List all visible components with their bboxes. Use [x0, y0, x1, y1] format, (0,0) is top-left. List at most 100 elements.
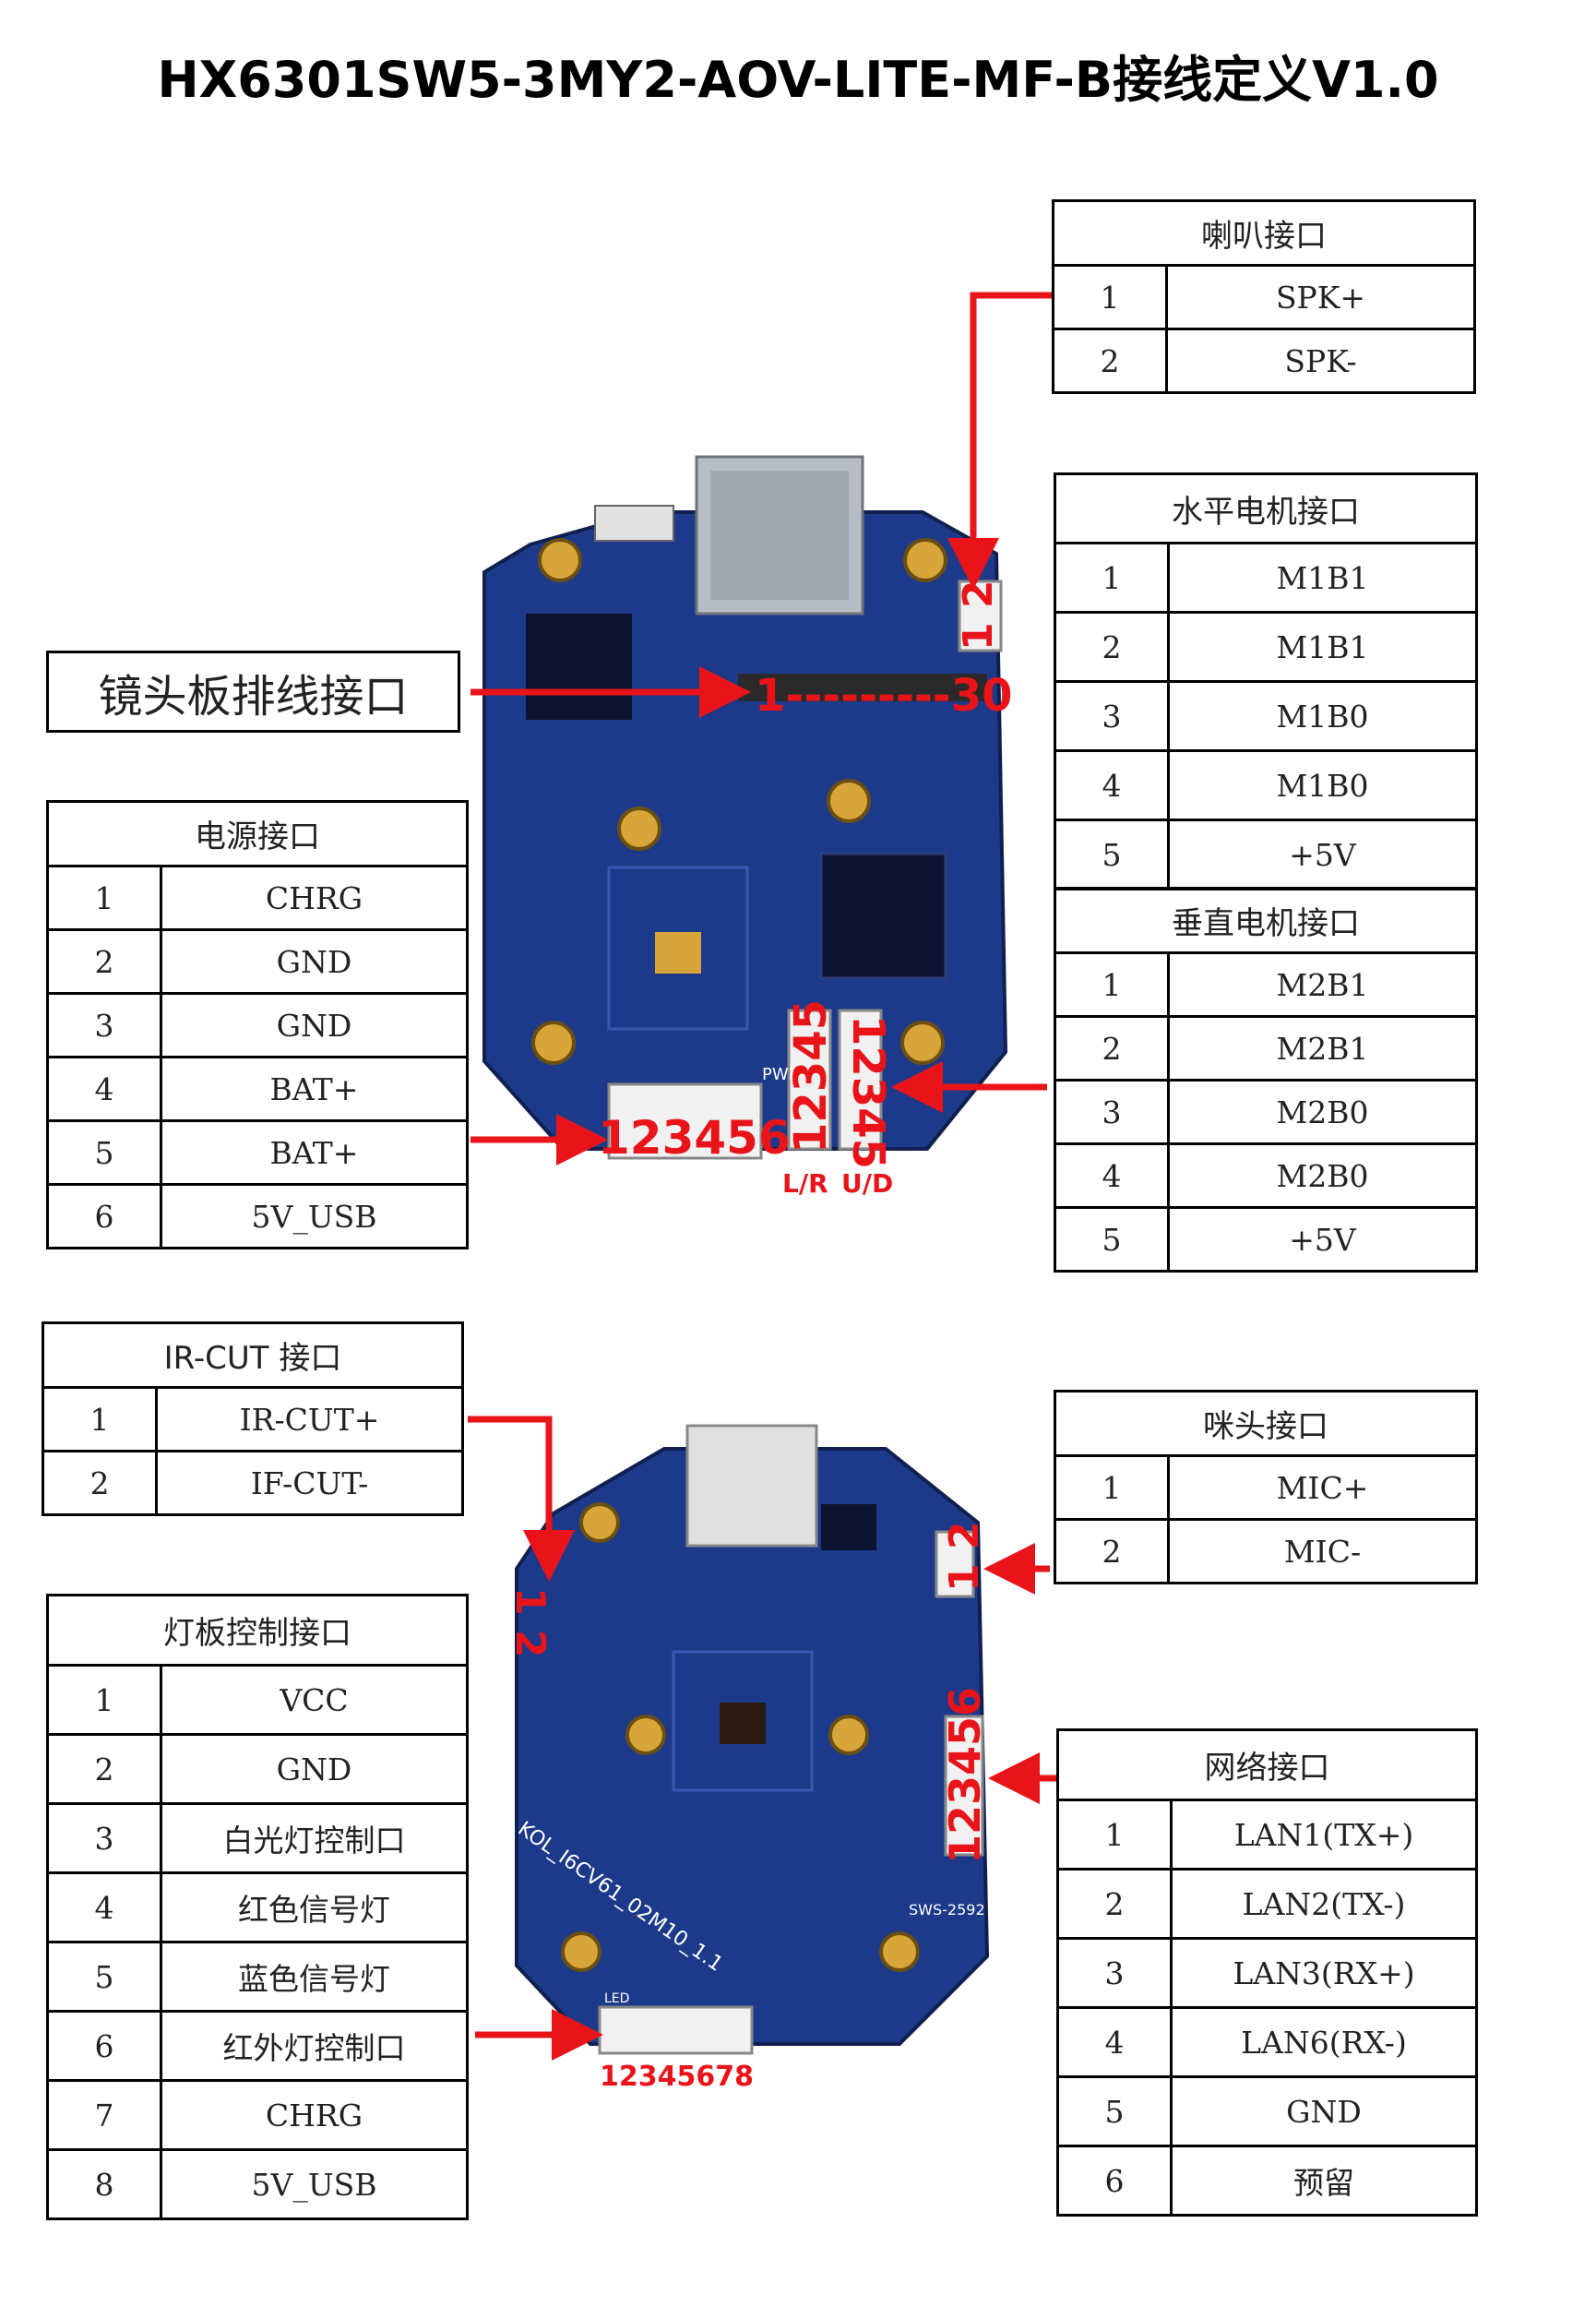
main-soc-chip [526, 614, 632, 720]
top-switch [594, 505, 674, 542]
lens-pin-range: 1---------30 [755, 670, 1013, 722]
pin-signal: SPK+ [1165, 264, 1476, 330]
pin-number: 6 [46, 1183, 162, 1249]
pin-signal: M2B0 [1167, 1142, 1478, 1209]
arrow-speaker [947, 292, 1052, 590]
pin-signal: LAN6(RX-) [1170, 2006, 1478, 2078]
pin-signal: M1B1 [1167, 611, 1478, 683]
mount-hole [617, 807, 661, 851]
pin-signal: MIC+ [1167, 1454, 1478, 1521]
lens-callout-box: 镜头板排线接口 [46, 651, 460, 733]
pin-signal: GND [160, 1733, 469, 1805]
pin-signal: IF-CUT- [155, 1450, 464, 1516]
pin-number: 3 [1056, 1937, 1173, 2009]
lr-label: L/R [782, 1168, 828, 1199]
ircut-pin-label: 1 2 [506, 1587, 554, 1658]
page-title: HX6301SW5-3MY2-AOV-LITE-MF-B接线定义V1.0 [157, 51, 1439, 109]
pin-number: 2 [1054, 611, 1170, 683]
pin-number: 5 [1054, 819, 1170, 891]
pin-signal: M2B1 [1167, 951, 1478, 1018]
pin-number: 4 [1056, 2006, 1173, 2078]
pin-number: 3 [1054, 680, 1170, 752]
pin-number: 5 [46, 1119, 162, 1186]
pin-signal: LAN1(TX+) [1170, 1799, 1478, 1871]
pin-number: 4 [46, 1871, 162, 1943]
lens-callout-label: 镜头板排线接口 [98, 670, 409, 723]
pin-number: 2 [46, 928, 162, 995]
pin-number: 5 [1056, 2075, 1173, 2147]
mic-pin-label: 1 2 [941, 1521, 988, 1592]
pin-signal: 红外灯控制口 [160, 2010, 469, 2082]
mount-hole [879, 1931, 920, 1972]
pin-signal: CHRG [160, 2079, 469, 2151]
mount-hole [900, 1021, 945, 1065]
pin-number: 5 [46, 1941, 162, 2013]
lens-fpc-connector [738, 674, 987, 701]
pwr-silk: PWR [762, 1065, 800, 1084]
pin-number: 2 [1056, 1868, 1173, 1940]
mount-hole [538, 538, 582, 582]
led-silk: LED [604, 1991, 629, 2006]
network-pin-label: 123456 [940, 1687, 990, 1864]
pin-number: 6 [1056, 2145, 1173, 2217]
table-title: 喇叭接口 [1052, 199, 1476, 267]
light-pin-label: 12345678 [600, 2061, 754, 2093]
mount-hole [828, 1715, 869, 1755]
mic-connector [935, 1530, 975, 1598]
pin-signal: M2B0 [1167, 1079, 1478, 1145]
pin-signal: +5V [1167, 1206, 1478, 1273]
pin-number: 1 [42, 1386, 158, 1452]
pin-signal: IR-CUT+ [155, 1386, 464, 1452]
table-title: 电源接口 [46, 800, 469, 867]
pin-signal: BAT+ [160, 1119, 469, 1186]
pin-signal: GND [160, 992, 469, 1058]
pin-number: 2 [1054, 1015, 1170, 1082]
table-title: 水平电机接口 [1054, 472, 1478, 544]
mount-hole [625, 1715, 666, 1755]
lr-pin-label: 12345 [785, 999, 837, 1154]
pin-number: 3 [46, 1802, 162, 1874]
pin-number: 1 [46, 1664, 162, 1736]
pin-number: 3 [1054, 1079, 1170, 1145]
pin-signal: M1B0 [1167, 749, 1478, 821]
pin-number: 4 [46, 1056, 162, 1122]
power-connector [607, 1082, 763, 1160]
pin-signal: GND [160, 928, 469, 995]
pin-number: 1 [1054, 542, 1170, 614]
pin-signal: M1B0 [1167, 680, 1478, 752]
mount-hole [903, 538, 947, 582]
pin-number: 1 [46, 865, 162, 931]
shield-block [685, 1424, 818, 1548]
arrow-ircut [468, 1416, 575, 1582]
image-sensor [720, 1703, 766, 1744]
pin-number: 1 [1054, 951, 1170, 1018]
pin-signal: M2B1 [1167, 1015, 1478, 1082]
pin-number: 2 [1054, 1518, 1170, 1584]
bottom-pcb-board: KOL_I6CV61_02M10_1.1 SWS-2592 LED [514, 1424, 990, 2055]
mount-hole [579, 1502, 620, 1543]
pin-number: 1 [1056, 1799, 1173, 1871]
table-title: IR-CUT 接口 [42, 1321, 464, 1389]
pin-signal: M1B1 [1167, 542, 1478, 614]
pin-signal: 白光灯控制口 [160, 1802, 469, 1874]
power-pin-label: 123456 [598, 1111, 791, 1165]
pin-signal: 5V_USB [160, 2148, 469, 2220]
network-connector [944, 1715, 984, 1857]
pin-signal: GND [1170, 2075, 1478, 2147]
pin-number: 4 [1054, 749, 1170, 821]
pin-signal: BAT+ [160, 1056, 469, 1122]
lr-motor-connector [787, 1009, 832, 1151]
pin-signal: LAN2(TX-) [1170, 1868, 1478, 1940]
pin-signal: LAN3(RX+) [1170, 1937, 1478, 2009]
wifi-module [819, 852, 947, 980]
ud-motor-connector [838, 1009, 883, 1151]
table-title: 网络接口 [1056, 1728, 1478, 1801]
